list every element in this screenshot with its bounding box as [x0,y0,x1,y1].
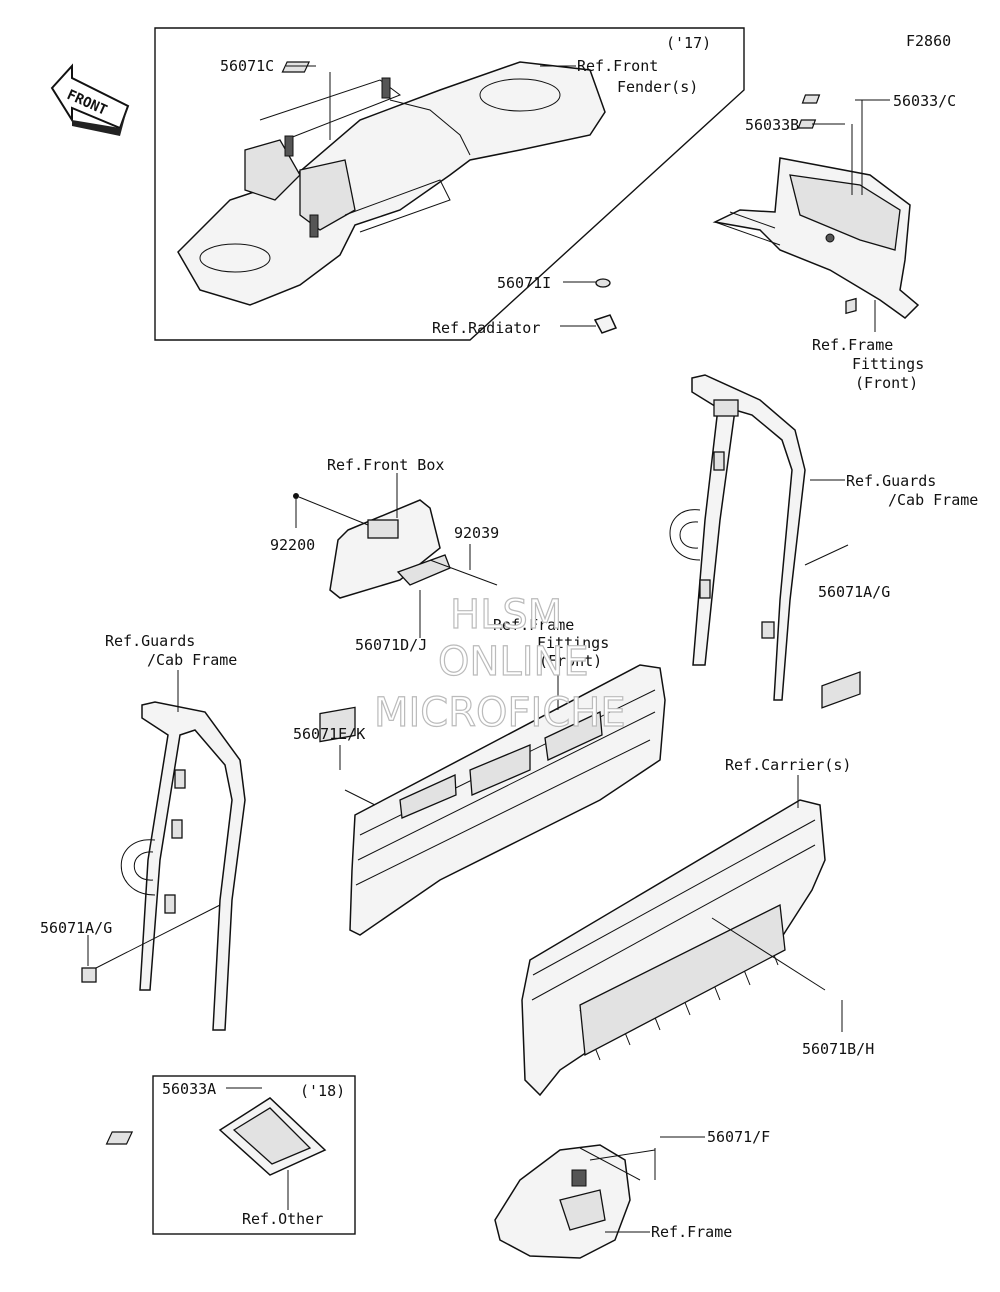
watermark: HLSM ONLINE MICROFICHE [373,591,626,736]
callout-ref-frame-fittings-r-2: Fittings [852,355,924,373]
watermark-line3: MICROFICHE [374,690,626,736]
callout-ref-guards-l-2: /Cab Frame [147,651,237,669]
box-2017: ('17) [154,27,745,341]
guard-cab-frame-left-part [120,701,246,1031]
frame-part [494,1144,656,1259]
callout-56033b: 56033B [745,116,799,134]
watermark-line1: HLSM [450,592,562,638]
front-box-part [329,499,451,599]
watermark-line2: ONLINE [438,639,589,685]
callout-ref-front-fender-2: Fender(s) [617,78,698,96]
front-fender-part [177,61,606,306]
callout-92200: 92200 [270,536,315,554]
callout-92039: 92039 [454,524,499,542]
callout-56071ag-right: 56071A/G [818,583,890,601]
callout-56033a: 56033A [162,1080,216,1098]
callout-ref-carriers: Ref.Carrier(s) [725,756,851,774]
callout-ref-frame-fittings-c-1: Ref.Frame [493,616,574,634]
callout-ref-frame-fittings-r-3: (Front) [855,374,918,392]
box-2018-year: ('18) [300,1082,345,1100]
callout-56071ag-left: 56071A/G [40,919,112,937]
callout-ref-guards-l-1: Ref.Guards [105,632,195,650]
callout-56071ek: 56071E/K [293,725,365,743]
callout-ref-radiator: Ref.Radiator [432,319,540,337]
callout-56071i: 56071I [497,274,551,292]
callout-ref-front-box: Ref.Front Box [327,456,444,474]
callout-ref-frame-fittings-c-2: Fittings [537,634,609,652]
callout-ref-other: Ref.Other [242,1210,323,1228]
callout-ref-frame-fittings-r-1: Ref.Frame [812,336,893,354]
callout-ref-frame-fittings-c-3: (Front) [539,652,602,670]
callout-56071bh: 56071B/H [802,1040,874,1058]
callout-ref-guards-r-2: /Cab Frame [888,491,978,509]
callout-56071dj: 56071D/J [355,636,427,654]
callout-56071f: 56071/F [707,1128,770,1146]
front-arrow-icon: FRONT [50,63,130,136]
callout-ref-guards-r-1: Ref.Guards [846,472,936,490]
guard-cab-frame-right-part [669,374,806,701]
carrier-part [521,799,826,1097]
figure-code: F2860 [906,32,951,50]
callout-56071c: 56071C [220,57,274,75]
callout-56033c: 56033/C [893,92,956,110]
frame-fittings-center-part [349,664,666,936]
box-2018: ('18) [152,1075,356,1235]
callout-ref-frame: Ref.Frame [651,1223,732,1241]
callout-ref-front-fender-1: Ref.Front [577,57,658,75]
frame-fittings-front-part [712,94,920,319]
box-2017-year: ('17) [666,34,711,52]
